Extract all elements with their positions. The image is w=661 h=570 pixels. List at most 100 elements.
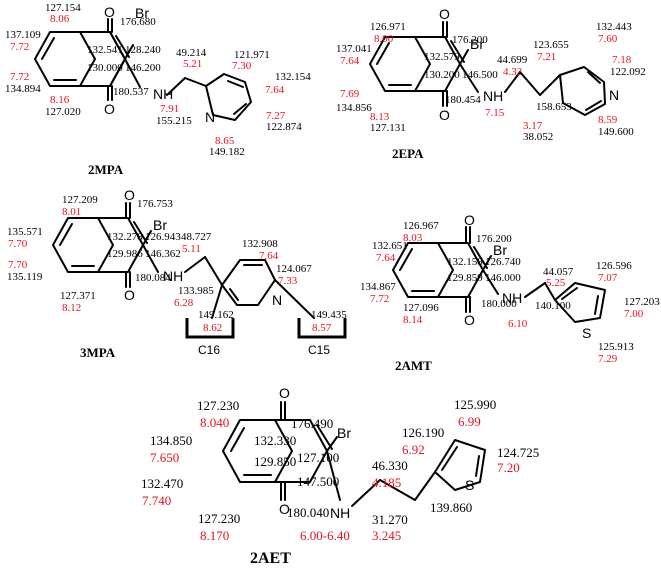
h1-shift: 8.65 (215, 135, 235, 147)
c13-shift: 180.537 (113, 86, 149, 98)
oxygen-bottom-label: O (464, 312, 475, 328)
h1-shift: 8.01 (62, 206, 81, 218)
h1-shift: 7.70 (8, 259, 28, 271)
h1-shift-labels: 8.040 7.650 7.740 8.170 4.185 6.92 6.99 … (142, 414, 520, 543)
c13-shift: 132.278 (107, 231, 143, 243)
c13-shift: 127.230 (198, 511, 240, 526)
c13-shift: 132.908 (242, 238, 278, 250)
h1-shift: 8.13 (370, 111, 390, 123)
h1-shift: 7.70 (8, 238, 28, 250)
c13-shift-labels: 127.154 137.109 176.680 132.541 128.240 … (5, 2, 311, 158)
c13-shift: 176.680 (120, 16, 156, 28)
thiophene-s-label: S (465, 477, 474, 493)
c13-shift: 149.182 (209, 146, 245, 158)
oxygen-bottom-label: O (124, 287, 135, 303)
h1-shift: 7.18 (612, 54, 632, 66)
c13-shift: 130.200 (424, 69, 460, 81)
c13-shift: 132.541 (87, 44, 123, 56)
thiophene-s-label: S (582, 325, 591, 341)
h1-shift: 7.64 (265, 84, 285, 96)
c13-shift: 129.850 (254, 454, 296, 469)
h1-shift: 8.06 (50, 13, 70, 25)
h1-shift: 7.20 (497, 460, 520, 475)
c13-shift: 132.470 (141, 476, 183, 491)
molecule-2AET: O Br NH O S 127.230 176.490 134.850 132.… (141, 385, 539, 567)
c13-shift: 130.000 (87, 62, 123, 74)
c13-shift-labels: 127.209 135.571 176.753 132.278 126.943 … (7, 194, 347, 321)
bromine-label: Br (470, 36, 484, 52)
c13-shift: 126.190 (402, 425, 444, 440)
pyridine-n-label: N (272, 292, 282, 308)
c13-shift: 139.860 (430, 500, 472, 515)
c13-shift: 146.000 (485, 272, 521, 284)
c13-shift: 121.971 (234, 49, 270, 61)
oxygen-top-label: O (464, 212, 475, 228)
c13-shift-labels: 127.230 176.490 134.850 132.330 127.100 … (141, 397, 539, 527)
bonds (392, 226, 606, 323)
c13-shift: 158.653 (536, 101, 572, 113)
c13-shift: 127.100 (297, 450, 339, 465)
pyridine-n-label: N (609, 87, 619, 103)
h1-shift: 8.14 (403, 314, 423, 326)
compound-name: 2EPA (392, 146, 424, 161)
c13-shift: 127.096 (403, 302, 439, 314)
c13-shift: 124.725 (497, 445, 539, 460)
c13-shift: 140.100 (535, 300, 571, 312)
bromine-label: Br (153, 217, 167, 233)
h1-shift: 4.185 (372, 475, 401, 490)
h1-shift: 6.10 (508, 318, 528, 330)
c13-shift: 46.330 (372, 458, 408, 473)
c13-shift: 180.454 (445, 94, 481, 106)
h1-shift: 7.30 (232, 60, 252, 72)
c13-shift: 127.230 (197, 398, 239, 413)
h1-shift: 7.72 (10, 71, 29, 83)
h1-shift-labels: 8.06 7.72 7.72 8.16 5.21 7.30 7.64 7.91 … (10, 13, 286, 147)
c13-shift: 132.579 (424, 51, 460, 63)
c16-label: C16 (198, 343, 220, 357)
c13-shift: 134.867 (360, 281, 396, 293)
pyridine-n-label: N (205, 109, 215, 125)
compound-name: 2AET (250, 550, 291, 567)
h1-shift: 8.62 (203, 322, 222, 334)
bonds (222, 401, 486, 507)
h1-shift: 8.00 (374, 33, 394, 45)
c13-shift: 135.571 (7, 226, 43, 238)
h1-shift: 8.16 (50, 94, 70, 106)
oxygen-bottom-label: O (439, 107, 450, 123)
c13-shift: 180.040 (287, 505, 329, 520)
c13-shift: 146.200 (125, 62, 161, 74)
c13-shift: 137.041 (336, 43, 372, 55)
molecule-2EPA: O Br NH O N 126.971 137.041 176.200 132.… (336, 6, 646, 161)
h1-shift: 8.040 (200, 415, 229, 430)
c13-shift: 48.727 (181, 231, 212, 243)
c13-shift: 128.240 (125, 44, 161, 56)
c13-shift: 149.162 (198, 309, 234, 321)
h1-shift: 7.650 (150, 450, 179, 465)
c13-shift: 129.986 (107, 248, 143, 260)
h1-shift: 5.21 (183, 58, 202, 70)
h1-shift-labels: 8.03 7.64 7.72 8.14 5.25 7.07 7.00 6.10 … (370, 232, 644, 365)
h1-shift: 6.99 (458, 414, 481, 429)
h1-shift: 6.28 (174, 297, 194, 309)
amine-label: NH (483, 88, 503, 104)
c13-shift: 44.057 (543, 266, 574, 278)
h1-shift: 7.00 (624, 308, 644, 320)
c13-shift: 180.000 (481, 298, 517, 310)
c13-shift: 44.699 (497, 54, 528, 66)
oxygen-top-label: O (104, 4, 115, 20)
c13-shift: 127.131 (370, 122, 406, 134)
c13-shift: 135.119 (7, 271, 43, 283)
h1-shift: 7.740 (142, 493, 171, 508)
c13-shift: 132.443 (596, 21, 632, 33)
c13-shift: 127.203 (624, 296, 660, 308)
amine-label: NH (330, 505, 350, 521)
c13-shift: 176.753 (137, 198, 173, 210)
h1-shift: 6.00-6.40 (300, 528, 350, 543)
oxygen-top-label: O (124, 187, 135, 203)
h1-shift: 7.27 (266, 110, 286, 122)
c13-shift: 123.655 (533, 39, 569, 51)
amine-label: NH (153, 86, 173, 102)
c13-shift: 132.158 (447, 256, 483, 268)
c13-shift: 122.874 (266, 121, 302, 133)
h1-shift: 7.64 (340, 55, 360, 67)
